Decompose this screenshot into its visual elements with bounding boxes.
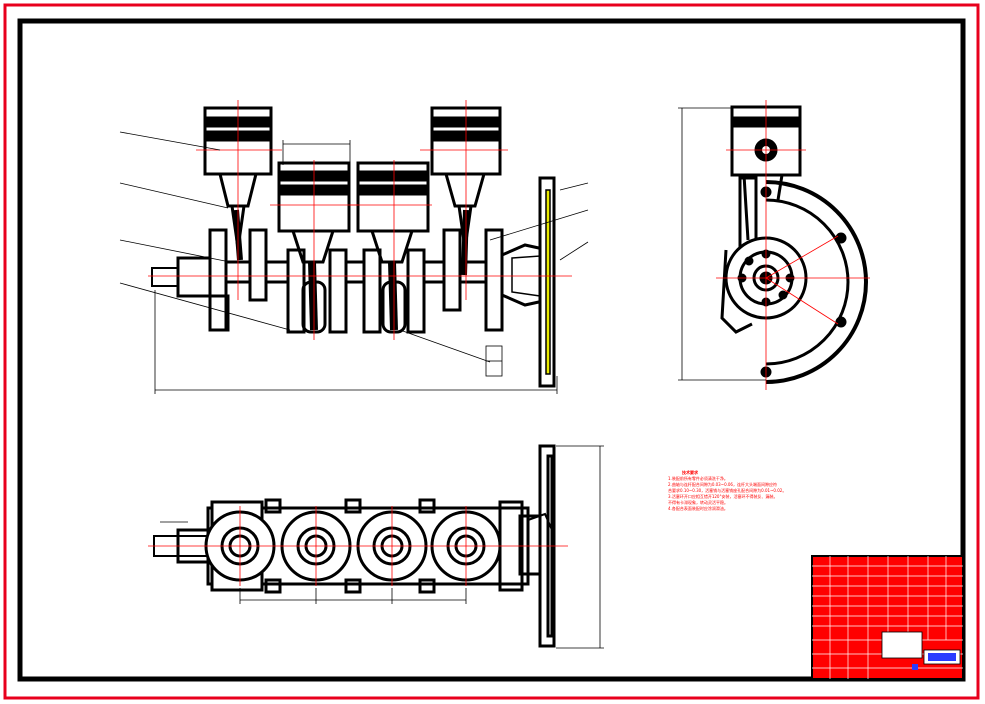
technical-notes: 技术要求 1.装配前所有零件必须清洗干净。 2.曲轴与连杆配合间隙为0.03~0… xyxy=(668,470,818,512)
technical-note-item: 不得有卡滞现象，转动灵活平稳。 xyxy=(668,500,728,505)
title-block-mark xyxy=(912,664,918,670)
side-view-dimensions xyxy=(678,107,766,381)
title-block xyxy=(811,555,964,680)
side-view-center-lines xyxy=(716,100,870,390)
technical-note-item: 合要求0.10~0.30，活塞销与活塞销座孔配合间隙为0.01~0.02。 xyxy=(668,488,787,493)
technical-note-item: 4.各配合表面装配时应涂润滑油。 xyxy=(668,506,728,511)
crankshaft-assembly-side-view xyxy=(720,105,868,384)
outer-border xyxy=(3,3,980,700)
top-view-center-lines xyxy=(148,506,568,586)
title-block-name-field xyxy=(881,631,923,659)
technical-note-item: 2.曲轴与连杆配合间隙为0.03~0.06，连杆大头端面间隙应符 xyxy=(668,482,777,487)
front-view-leaders xyxy=(119,131,589,394)
technical-notes-heading: 技术要求 xyxy=(682,470,698,475)
technical-note-item: 1.装配前所有零件必须清洗干净。 xyxy=(668,476,728,481)
top-view-dimensions xyxy=(160,445,604,649)
title-block-accent xyxy=(928,653,956,661)
technical-note-item: 3.活塞环开口应相互错开120°安装，活塞环不得装反、漏装。 xyxy=(668,494,778,499)
piston-3 xyxy=(356,161,430,264)
drawing-frame xyxy=(17,18,966,682)
front-view-center-lines xyxy=(148,100,572,340)
